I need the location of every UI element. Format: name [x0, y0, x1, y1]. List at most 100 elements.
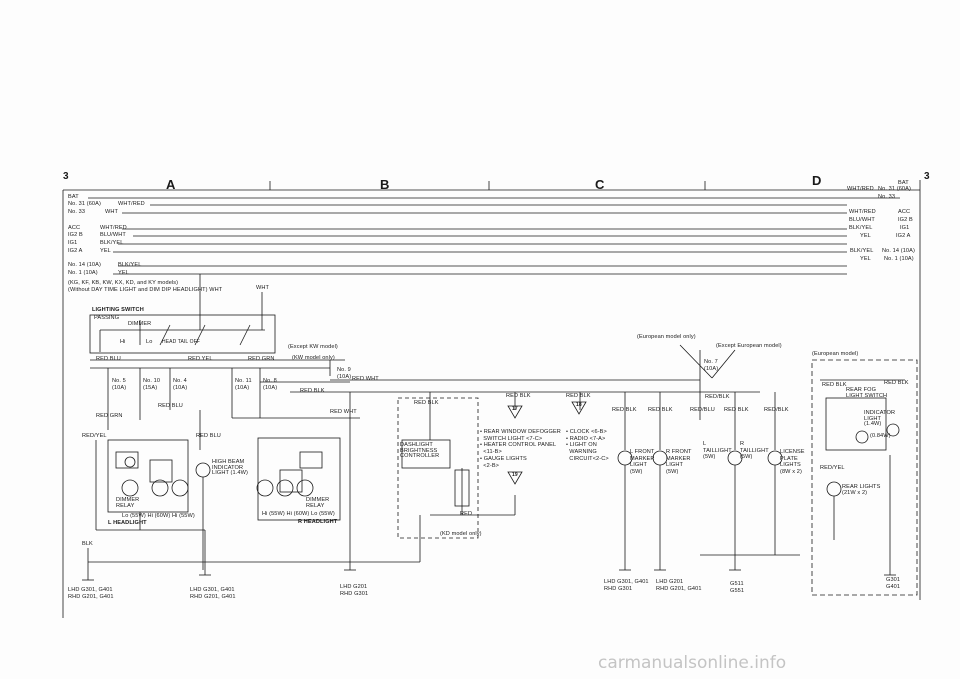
left-lamp-ratings: Lo (55W) Hi (60W) Hi (55W) — [122, 513, 195, 519]
dashlight-controller: DASHLIGHT BRIGHTNESS CONTROLLER — [400, 442, 440, 460]
right-supply-name: No. 33 — [878, 194, 896, 200]
right-supply-name: No. 14 (10A) — [882, 248, 915, 254]
wire-label: BLK — [82, 541, 93, 547]
ground-label: RHD G301 — [340, 591, 369, 597]
ground-label: RHD G201, G401 — [656, 586, 702, 592]
page-number-right: 3 — [924, 171, 930, 182]
ground-label: RHD G201, G401 — [68, 594, 114, 600]
left-supply-name: No. 14 (10A) — [68, 262, 101, 268]
left-supply-name: IG2 B — [68, 232, 83, 238]
right-supply-name: IG2 A — [896, 233, 911, 239]
illumination-list-2: • CLOCK <6-B> • RADIO <7-A> • LIGHT ON W… — [566, 429, 609, 462]
fuse-label: No. 4 — [173, 378, 187, 384]
connector-badge-18: 18 — [576, 402, 582, 408]
right-supply-wire: WHT/RED — [847, 186, 874, 192]
right-supply-name: No. 31 (60A) — [878, 186, 911, 192]
fuse-rating: (10A) — [704, 366, 719, 372]
wire-label: RED BLK — [300, 388, 325, 394]
ground-label: G401 — [886, 584, 901, 590]
license-plate-lights: LICENSE PLATE LIGHTS (8W x 2) — [780, 449, 805, 476]
fuse-label: No. 10 — [143, 378, 161, 384]
note-kw-only: (KW model only) — [292, 355, 335, 361]
wire-label: RED/BLK — [705, 394, 730, 400]
ground-label: RHD G201, G401 — [190, 594, 236, 600]
left-supply-name: ACC — [68, 225, 81, 231]
wire-label: RED BLU — [158, 403, 183, 409]
left-supply-wire: YEL — [118, 270, 129, 276]
ground-label: G551 — [730, 588, 745, 594]
left-supply-wire: YEL — [100, 248, 111, 254]
wire-label: RED YEL — [188, 356, 213, 362]
fuse-rating: (10A) — [235, 385, 250, 391]
r-taillight: R TAILLIGHT (5W) — [740, 441, 769, 461]
right-supply-name: No. 1 (10A) — [884, 256, 914, 262]
right-supply-wire: YEL — [860, 233, 871, 239]
rear-fog-lights: REAR LIGHTS (21W x 2) — [842, 484, 881, 496]
wire-label: RED/YEL — [820, 465, 845, 471]
watermark: carmanualsonline.info — [598, 653, 787, 673]
wire-label: RED/BLK — [764, 407, 789, 413]
wire-label: RED BLU — [96, 356, 121, 362]
zone-c: C — [595, 177, 605, 192]
wire-label: RED BLK — [566, 393, 591, 399]
zone-a: A — [166, 177, 176, 192]
wire-label: RED BLK — [414, 400, 439, 406]
right-supply-wire: BLK/YEL — [849, 225, 873, 231]
left-supply-name: No. 31 (60A) — [68, 201, 101, 207]
right-supply-wire: YEL — [860, 256, 871, 262]
note-european-only: (European model only) — [637, 334, 696, 340]
rear-fog-switch: REAR FOG LIGHT SWITCH — [846, 387, 888, 399]
wire-label: RED/YEL — [82, 433, 107, 439]
note-except-kw: (Except KW model) — [288, 344, 338, 350]
passing-label: PASSING — [94, 315, 120, 321]
ground-label: RHD G301 — [604, 586, 633, 592]
note-kd-only: (KD model only) — [440, 531, 482, 537]
right-supply-wire: WHT/RED — [849, 209, 876, 215]
note-except-european: (Except European model) — [716, 343, 782, 349]
wire-label: RED/BLU — [690, 407, 715, 413]
fuse-rating: (10A) — [337, 374, 352, 380]
right-supply-name: IG2 B — [898, 217, 913, 223]
wire-label: RED BLK — [648, 407, 673, 413]
left-supply-name: No. 1 (10A) — [68, 270, 98, 276]
fuse-rating: (10A) — [263, 385, 278, 391]
lighting-switch-title: LIGHTING SWITCH — [92, 307, 144, 313]
left-supply-wire: BLU/WHT — [100, 232, 126, 238]
ground-label: G301 — [886, 577, 901, 583]
r-headlight-label: R HEADLIGHT — [298, 519, 338, 525]
wire-label: RED BLK — [612, 407, 637, 413]
left-supply-wire: WHT — [105, 209, 119, 215]
hi-label: Hi — [120, 339, 126, 345]
dimmer-relay-left: DIMMER RELAY — [116, 497, 140, 509]
left-supply-name: IG2 A — [68, 248, 83, 254]
left-supply-wire: WHT/RED — [100, 225, 127, 231]
zone-b: B — [380, 177, 390, 192]
left-supply-name: BAT — [68, 194, 79, 200]
lo-label: Lo — [146, 339, 153, 345]
l-headlight-label: L HEADLIGHT — [108, 520, 147, 526]
wire-label: RED WHT — [352, 376, 379, 382]
fuse-label: No. 9 — [337, 367, 351, 373]
wire-label: WHT — [256, 285, 270, 291]
connector-badge-19: 19 — [512, 472, 518, 478]
ground-label: LHD G301, G401 — [604, 579, 649, 585]
indicator-bulb: (0.84W) — [870, 433, 891, 439]
right-supply-name: IG1 — [900, 225, 910, 231]
left-supply-wire: BLK/YEL — [100, 240, 124, 246]
high-beam-indicator: HIGH BEAM INDICATOR LIGHT (1.4W) — [212, 459, 248, 477]
fuse-rating: (15A) — [143, 385, 158, 391]
left-supply-wire: WHT/RED — [118, 201, 145, 207]
wire-label: RED BLK — [724, 407, 749, 413]
ground-label: LHD G301, G401 — [190, 587, 235, 593]
fuse-rating: (10A) — [173, 385, 188, 391]
illumination-list-1: • REAR WINDOW DEFOGGER SWITCH LIGHT <7-C… — [480, 429, 561, 469]
page-number-left: 3 — [63, 171, 69, 182]
fuse-label: No. 7 — [704, 359, 718, 365]
l-front-marker: L FRONT MARKER LIGHT (5W) — [630, 449, 655, 476]
wire-label: RED WHT — [330, 409, 357, 415]
fuse-rating: (10A) — [112, 385, 127, 391]
left-supply-wire: BLK/YEL — [118, 262, 142, 268]
note-models: (KG, KF, KB, KW, KX, KD, and KY models) — [68, 280, 179, 286]
